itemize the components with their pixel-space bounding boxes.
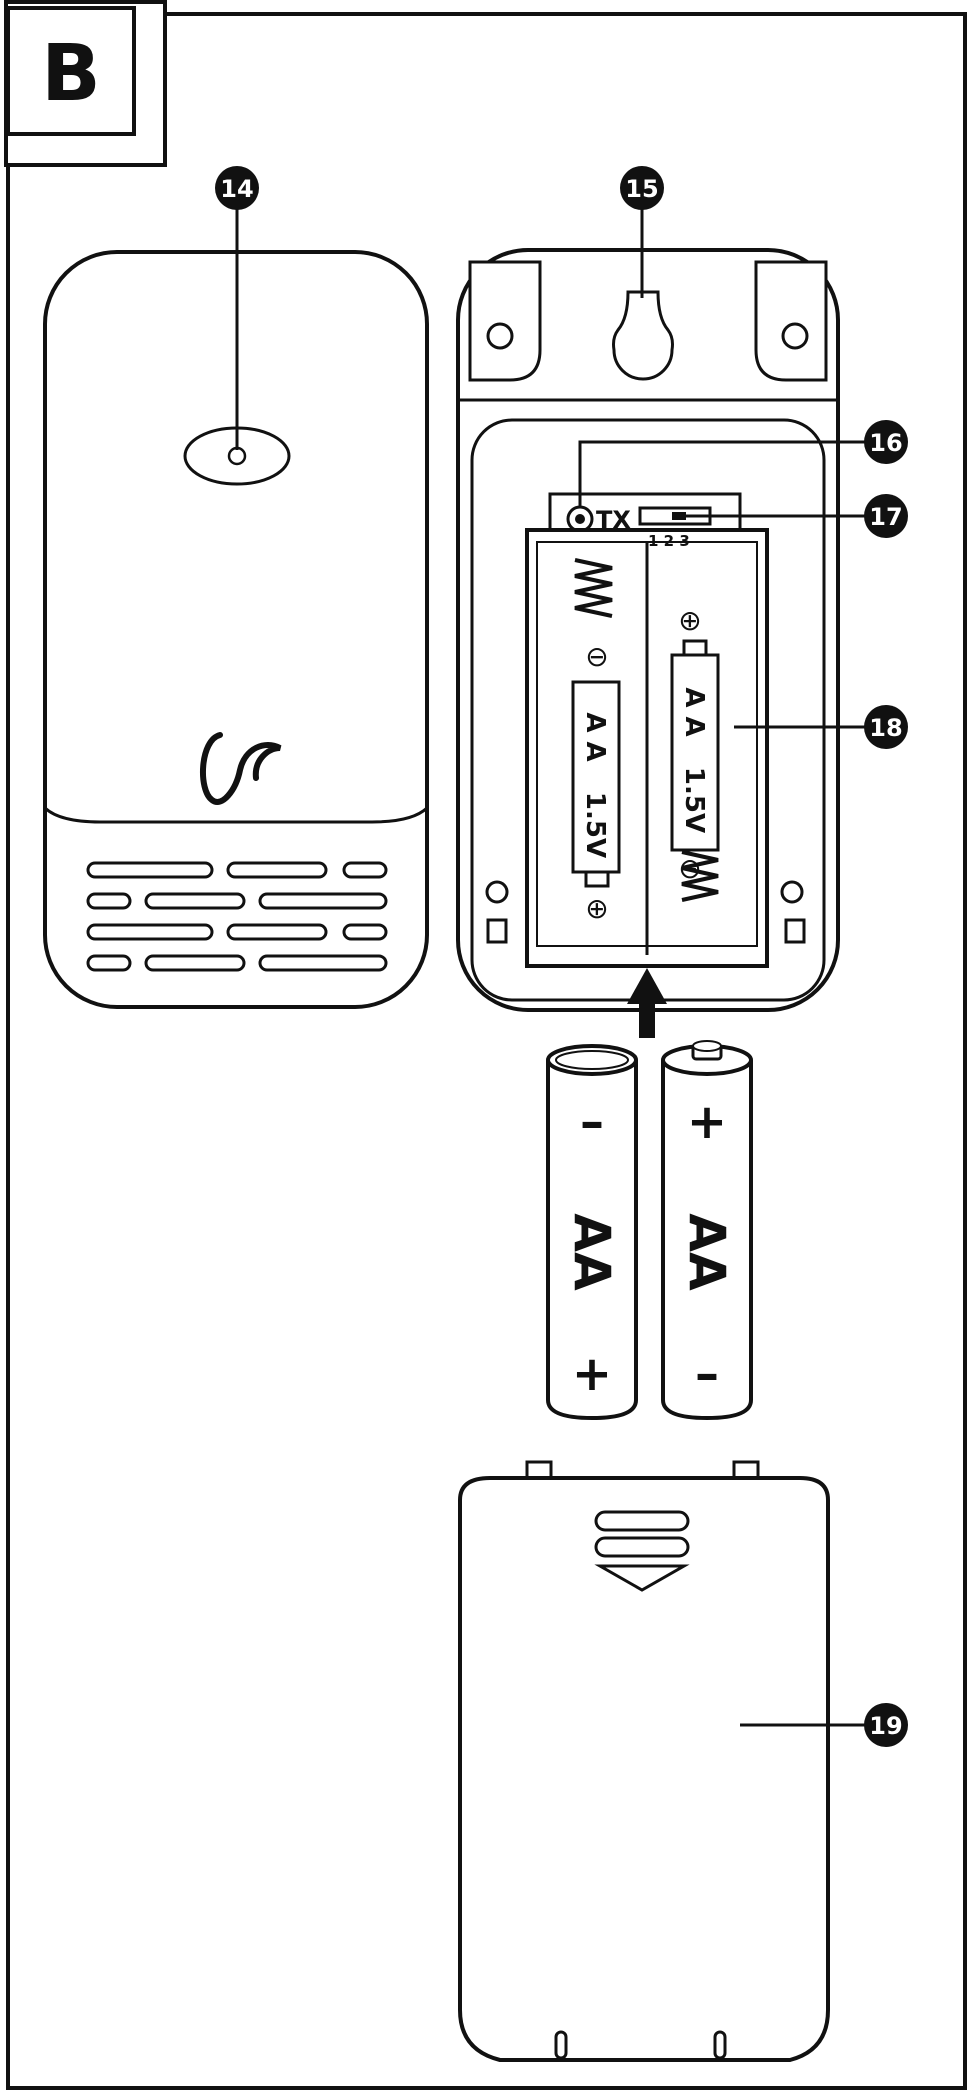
screw-top-left <box>486 322 514 350</box>
panel-letter: B <box>41 29 100 119</box>
aa-battery-right <box>661 1040 753 1421</box>
tx-label: TX <box>596 506 631 534</box>
spring-left <box>574 558 613 618</box>
svg-text:17: 17 <box>869 503 902 531</box>
aa-battery-left <box>546 1044 638 1421</box>
front-housing <box>43 250 429 1009</box>
spring-right <box>681 850 719 902</box>
screw-top-right <box>781 322 809 350</box>
battery-left-bottom-polarity: + <box>572 1346 612 1402</box>
right-slot-voltage: 1.5V <box>679 767 709 833</box>
left-slot-type: A A <box>580 712 610 761</box>
battery-right-type: AA <box>678 1213 736 1291</box>
left-slot-voltage: 1.5V <box>580 792 610 858</box>
svg-text:19: 19 <box>869 1712 902 1740</box>
svg-text:14: 14 <box>220 175 253 203</box>
callout-16: 16 <box>864 420 908 464</box>
insert-arrow <box>627 968 667 1038</box>
channel-numbers: 1 2 3 <box>648 532 690 550</box>
back-housing <box>456 248 840 1012</box>
left-slot-top-symbol: ⊖ <box>585 640 608 673</box>
panel-letter-box <box>6 6 136 136</box>
right-slot-type: A A <box>679 687 709 736</box>
wall-mount-keyhole <box>612 290 674 381</box>
callout-19: 19 <box>864 1703 908 1747</box>
svg-text:15: 15 <box>625 175 658 203</box>
battery-right-top-polarity: + <box>687 1094 727 1150</box>
right-slot-top-symbol: ⊕ <box>678 604 701 637</box>
battery-cover <box>458 1460 830 2062</box>
callout-15: 15 <box>620 166 664 210</box>
battery-left-top-polarity: – <box>580 1094 604 1150</box>
brand-logo <box>200 732 282 805</box>
callout-17: 17 <box>864 494 908 538</box>
battery-right-bottom-polarity: – <box>695 1346 719 1402</box>
right-slot-bottom-symbol: ⊖ <box>678 852 701 885</box>
callout-18: 18 <box>864 705 908 749</box>
speaker-grille <box>86 861 388 972</box>
left-slot-bottom-symbol: ⊕ <box>585 892 608 925</box>
callout-14: 14 <box>215 166 259 210</box>
svg-text:16: 16 <box>869 429 902 457</box>
leader-lines <box>235 205 865 1727</box>
battery-left-type: AA <box>563 1213 621 1291</box>
svg-text:18: 18 <box>869 714 902 742</box>
